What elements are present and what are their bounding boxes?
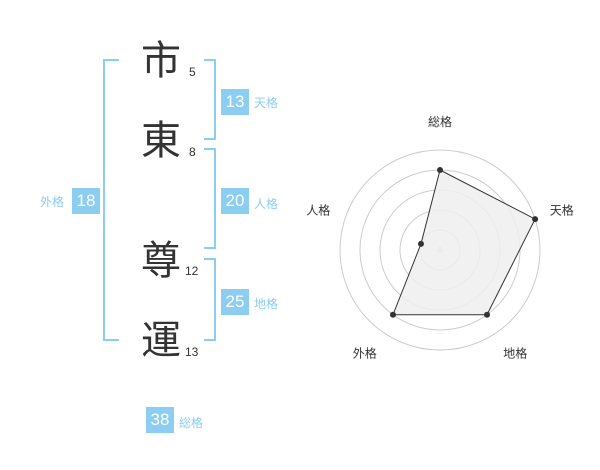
stroke-count-3: 12 [185,264,199,278]
soukaku-badge: 38 [146,407,174,433]
gaikaku-badge: 18 [72,188,100,214]
stroke-count-1: 5 [189,65,196,79]
chikaku-badge: 25 [221,289,249,315]
jinkaku-badge: 20 [221,188,249,214]
tenkaku-bracket [204,59,216,140]
jinkaku-label: 人格 [254,197,279,211]
radar-polygon [392,169,536,316]
stroke-count-2: 8 [189,145,196,159]
radar-ring-5 [339,149,541,351]
name-char-2: 東 [141,118,181,164]
stroke-count-4: 13 [185,345,199,359]
chikaku-label: 地格 [254,297,279,311]
tenkaku-label: 天格 [254,96,279,110]
radar-axis-label-1: 天格 [550,202,574,217]
radar-point-1 [532,216,539,223]
soukaku-label: 総格 [179,416,204,430]
tenkaku-badge: 13 [221,89,249,115]
radar-axis-label-0: 総格 [428,114,452,129]
radar-points [389,167,539,318]
radar-point-2 [484,311,491,318]
radar-point-4 [417,240,424,247]
name-char-3: 尊 [141,238,181,284]
radar-axis-label-2: 地格 [503,346,527,361]
jinkaku-bracket [204,148,216,249]
radar-axis-label-4: 人格 [306,202,330,217]
radar-point-3 [389,311,396,318]
radar-point-0 [437,167,443,173]
gaikaku-label: 外格 [40,195,65,209]
name-char-4: 運 [141,318,181,364]
name-char-1: 市 [141,38,181,84]
radar-axis-label-3: 外格 [353,346,377,361]
gaikaku-bracket [103,59,119,341]
chikaku-bracket [204,258,216,341]
